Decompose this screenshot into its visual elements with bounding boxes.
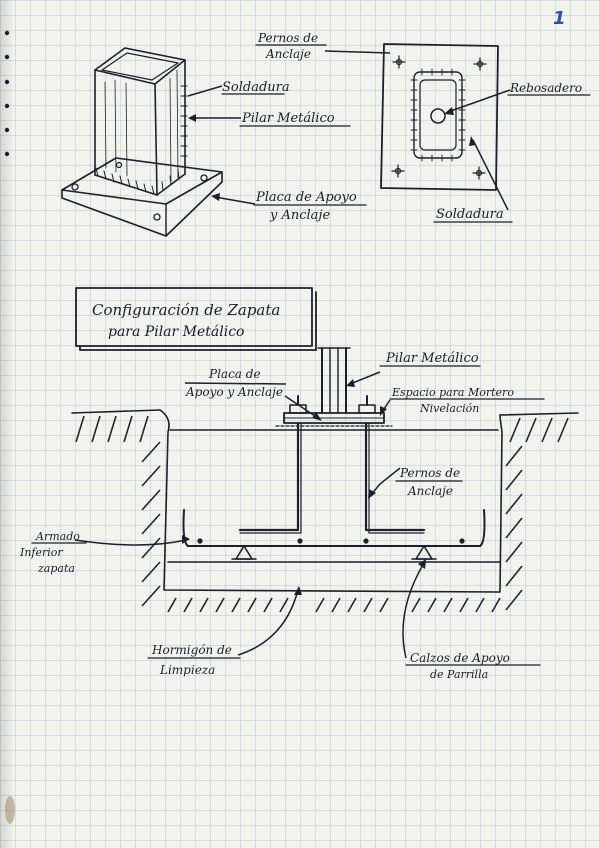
footing-section-drawing: [71, 347, 579, 659]
label-base-plate-section-1: Placa de: [208, 367, 261, 381]
label-bolts-section-1: Pernos de: [399, 466, 460, 480]
label-rebar-3: zapata: [37, 562, 75, 575]
label-mortar-1: Espacio para Mortero: [391, 386, 514, 399]
label-column-section: Pilar Metálico: [385, 351, 479, 366]
section-title-box: [75, 287, 317, 351]
page-shadow: [0, 0, 14, 848]
label-base-plate-section-2: Apoyo y Anclaje: [185, 385, 283, 399]
binder-marks: [4, 30, 10, 157]
section-title-2: para Pilar Metálico: [108, 324, 244, 340]
section-title-1: Configuración de Zapata: [92, 301, 280, 319]
label-base-plate-iso-1: Placa de Apoyo: [255, 190, 357, 205]
label-spacers-1: Calzos de Apoyo: [410, 651, 510, 665]
label-grout-hole: Rebosadero: [509, 81, 582, 95]
label-bolts-section-2: Anclaje: [407, 484, 453, 498]
label-welding-iso: Soldadura: [222, 80, 290, 95]
page-smudge: [5, 796, 15, 824]
label-base-plate-iso-2: y Anclaje: [269, 208, 330, 223]
label-rebar-2: Inferior: [19, 546, 63, 559]
label-lean-concrete-2: Limpieza: [159, 663, 215, 677]
label-bolts-plan-1: Pernos de: [257, 31, 318, 45]
label-welding-plan: Soldadura: [436, 207, 504, 222]
label-bolts-plan-2: Anclaje: [265, 47, 311, 61]
plan-view-drawing: [324, 43, 511, 211]
label-lean-concrete-1: Hormigón de: [151, 643, 232, 657]
label-column-iso: Pilar Metálico: [241, 111, 335, 126]
isometric-column-drawing: [61, 47, 256, 237]
label-rebar-1: Armado: [35, 530, 80, 543]
label-mortar-2: Nivelación: [419, 402, 479, 415]
label-spacers-2: de Parrilla: [430, 668, 488, 681]
page-number: 1: [553, 8, 566, 29]
